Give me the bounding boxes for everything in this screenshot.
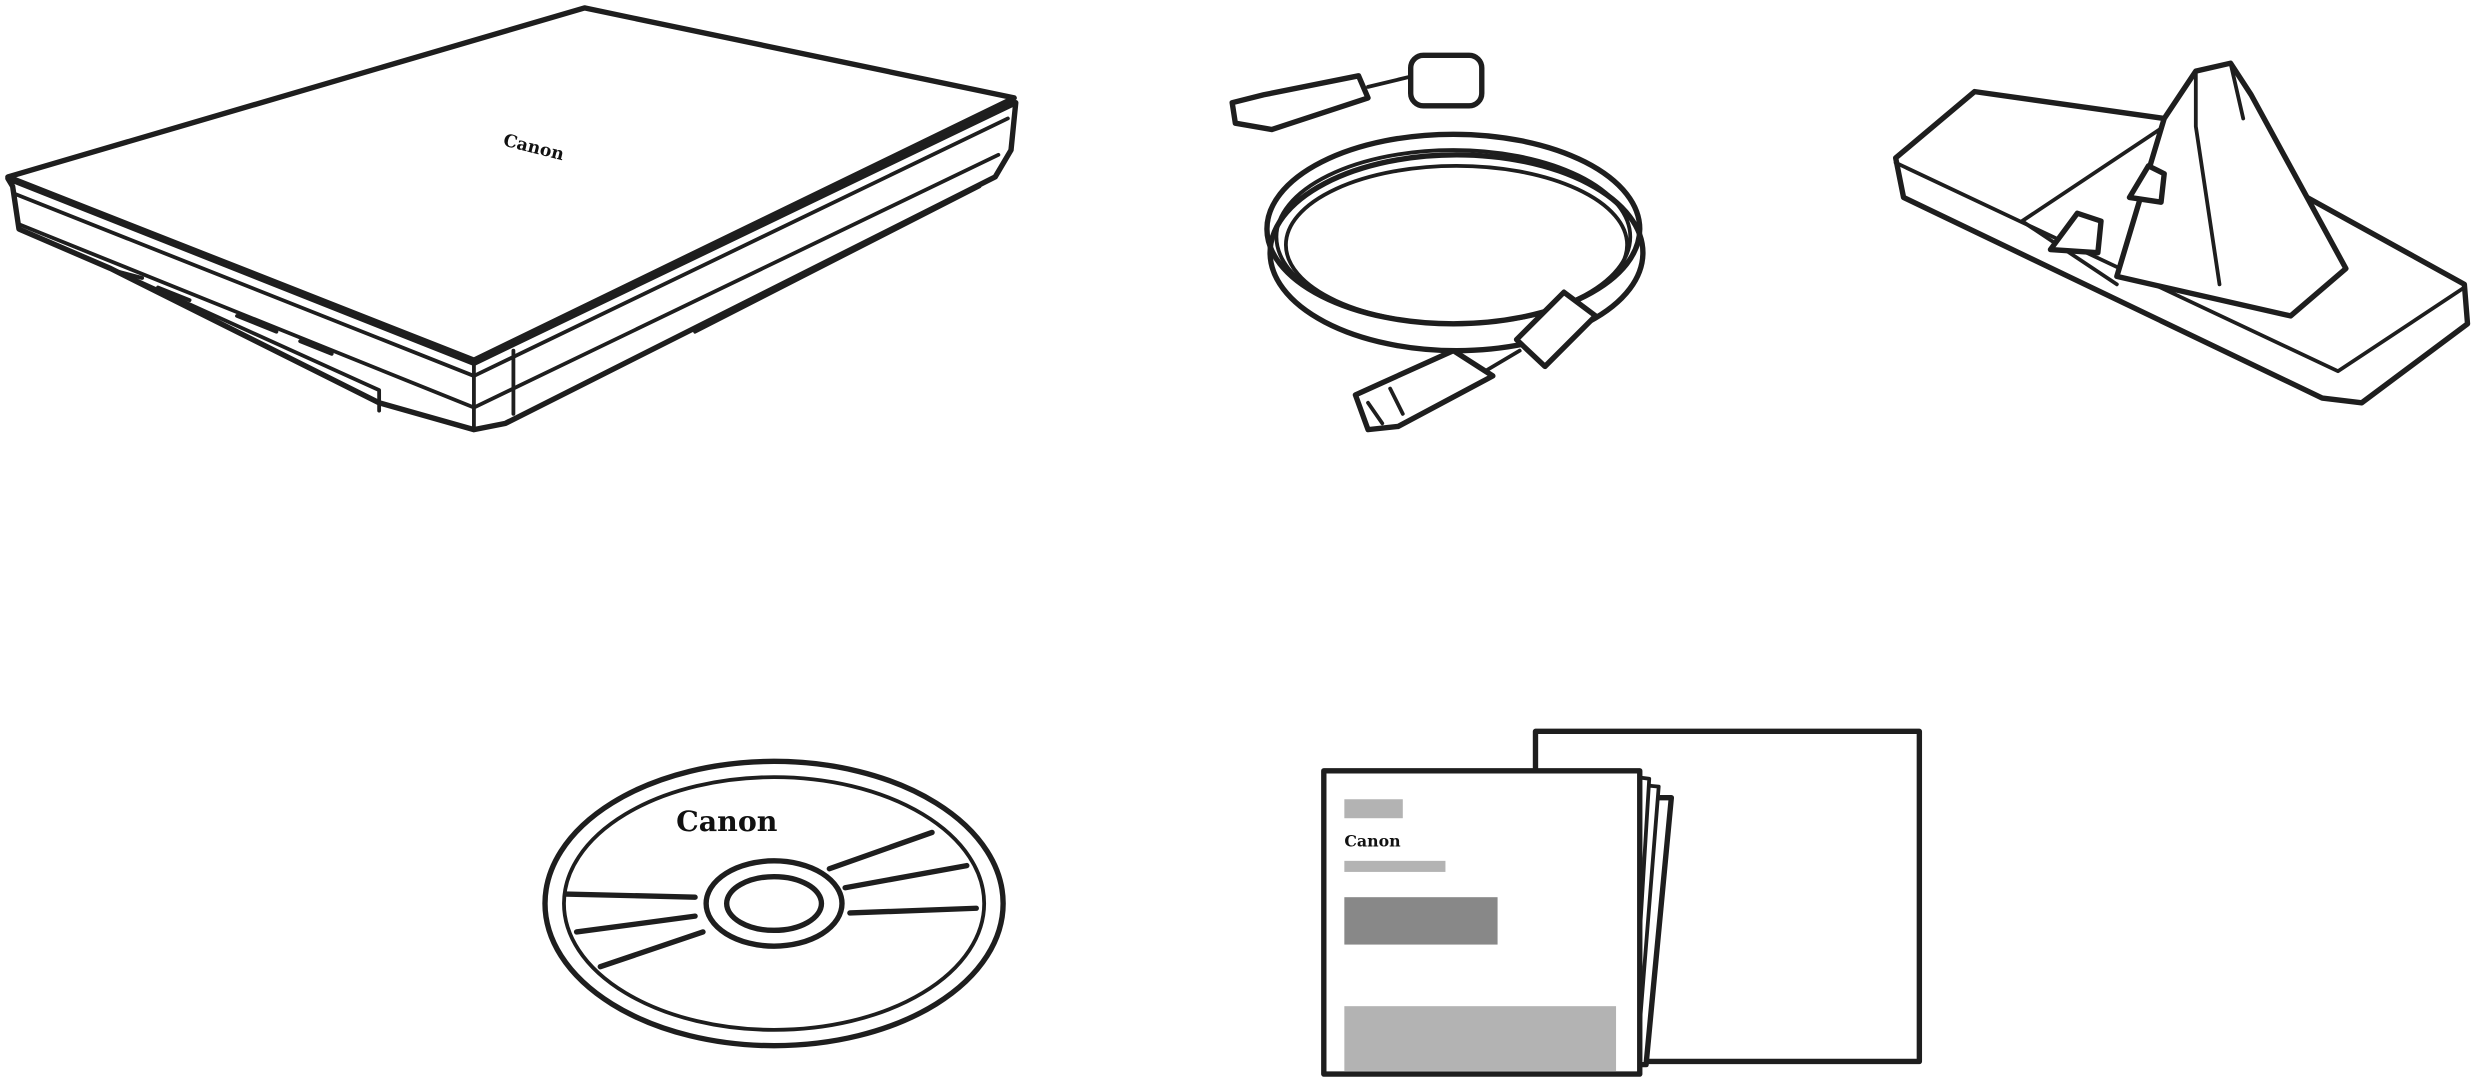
manuals-illustration: Canon [1321,728,1923,1077]
manual-title-block [1344,799,1403,819]
usb-cable-illustration [1229,52,1646,433]
manual-logo: Canon [1344,832,1401,851]
scanner-illustration: Canon [5,5,1019,433]
stand-illustration [1892,60,2471,406]
cd-logo: Canon [676,804,778,838]
manual-footer-block [1344,1006,1617,1071]
manual-subtitle-block [1344,860,1446,872]
setup-cd-illustration: Canon [542,758,1006,1049]
manual-image-block [1344,897,1498,945]
